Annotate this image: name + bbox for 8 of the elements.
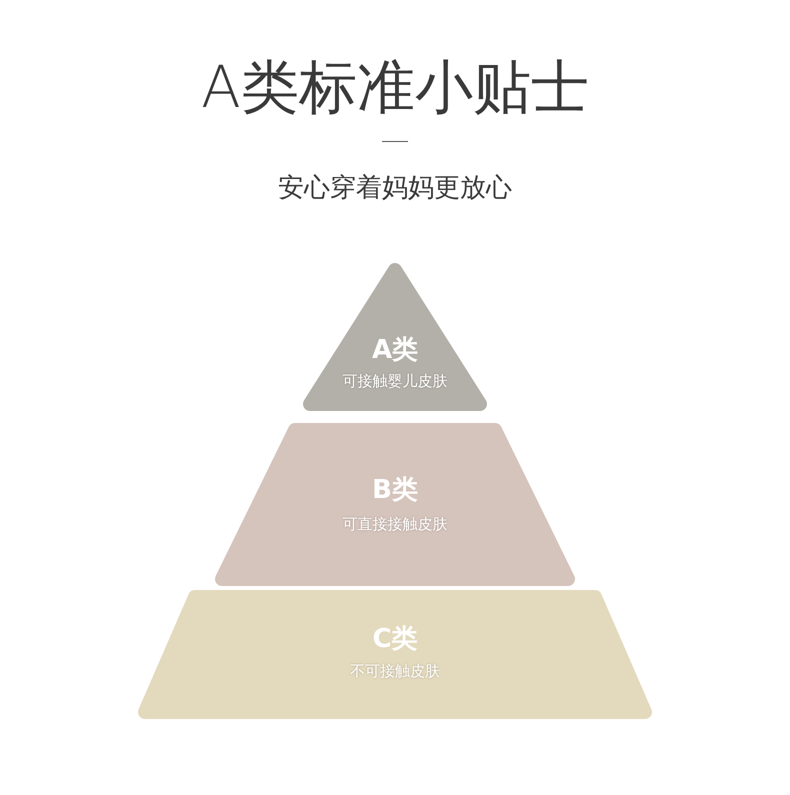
tier-description: 不可接触皮肤	[350, 661, 440, 681]
subtitle: 安心穿着妈妈更放心	[277, 172, 513, 205]
tier-heading: B类	[372, 474, 418, 506]
tier-description: 可直接接触皮肤	[342, 514, 448, 534]
tier-description: 可接触婴儿皮肤	[342, 371, 448, 391]
title: A类标准小贴士	[200, 52, 590, 122]
tier-heading: A类	[372, 334, 418, 366]
tier-heading: C类	[372, 623, 418, 655]
